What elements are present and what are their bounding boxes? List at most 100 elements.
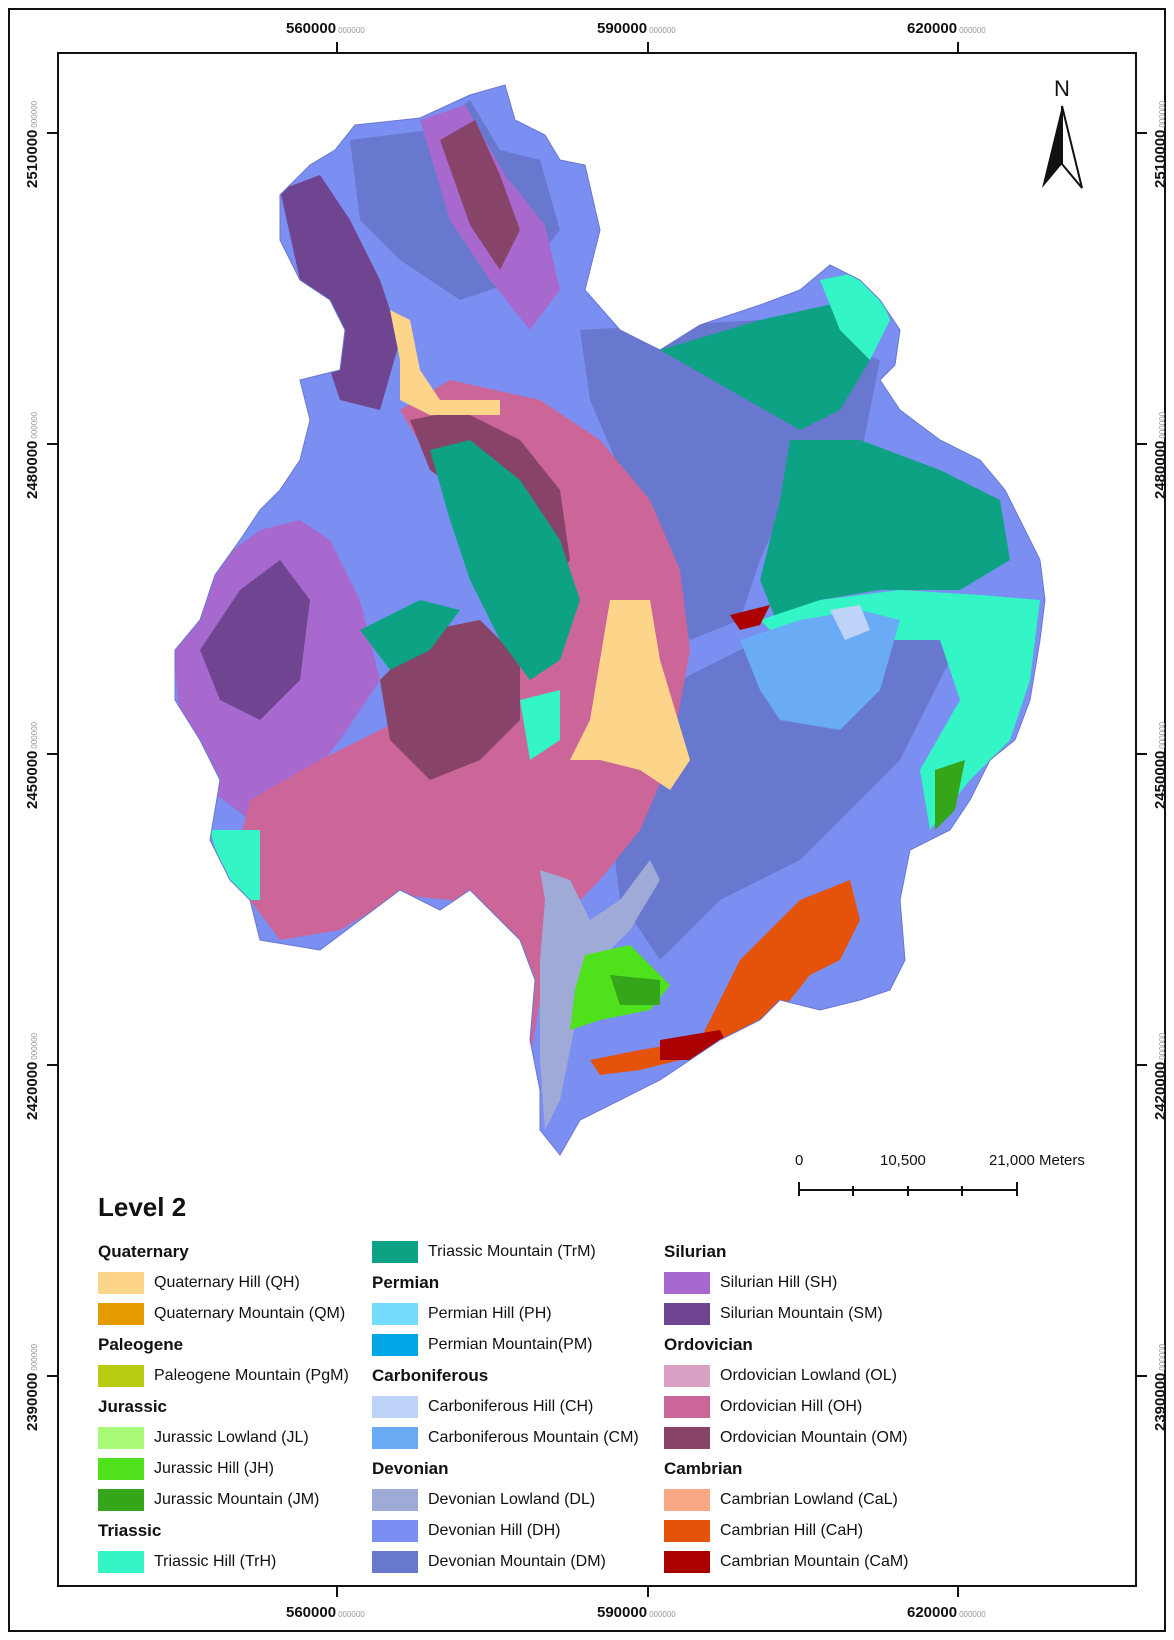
right-tick-2450000: 2450000000000 xyxy=(1152,721,1169,809)
legend-item: Silurian Hill (SH) xyxy=(664,1267,909,1298)
north-arrow: N xyxy=(1038,76,1086,195)
north-arrow-icon xyxy=(1042,105,1083,189)
scale-bar-graphic xyxy=(798,1182,1018,1196)
legend-label: Triassic Mountain (TrM) xyxy=(428,1242,596,1260)
legend-item: Permian Hill (PH) xyxy=(372,1298,639,1329)
legend-label: Jurassic Lowland (JL) xyxy=(154,1428,309,1446)
legend-item: Quaternary Hill (QH) xyxy=(98,1267,349,1298)
legend-swatch xyxy=(372,1426,418,1449)
legend-swatch xyxy=(372,1550,418,1573)
legend-label: Paleogene Mountain (PgM) xyxy=(154,1366,349,1384)
legend-label: Devonian Hill (DH) xyxy=(428,1521,561,1539)
legend-swatch xyxy=(664,1426,710,1449)
legend-label: Cambrian Hill (CaH) xyxy=(720,1521,864,1539)
legend-swatch xyxy=(98,1488,144,1511)
legend-swatch xyxy=(98,1457,144,1480)
legend-item: Jurassic Hill (JH) xyxy=(98,1453,349,1484)
legend-swatch xyxy=(664,1519,710,1542)
legend-label: Ordovician Lowland (OL) xyxy=(720,1366,897,1384)
legend-item: Devonian Lowland (DL) xyxy=(372,1484,639,1515)
legend-label: Ordovician Mountain (OM) xyxy=(720,1428,908,1446)
legend-item: Ordovician Hill (OH) xyxy=(664,1391,909,1422)
legend-item: Permian Mountain(PM) xyxy=(372,1329,639,1360)
north-label: N xyxy=(1054,76,1070,101)
legend-item: Ordovician Lowland (OL) xyxy=(664,1360,909,1391)
left-tick-2510000: 2510000000000 xyxy=(24,100,41,188)
legend-item: Carboniferous Hill (CH) xyxy=(372,1391,639,1422)
legend-label: Jurassic Mountain (JM) xyxy=(154,1490,320,1508)
legend-label: Silurian Mountain (SM) xyxy=(720,1304,883,1322)
legend-item: Cambrian Lowland (CaL) xyxy=(664,1484,909,1515)
legend-group-triassic: Triassic xyxy=(98,1521,162,1540)
right-tick-2510000: 2510000000000 xyxy=(1152,100,1169,188)
legend-group-paleogene: Paleogene xyxy=(98,1335,184,1354)
legend-item: Carboniferous Mountain (CM) xyxy=(372,1422,639,1453)
legend-group-permian: Permian xyxy=(372,1273,440,1292)
legend-swatch xyxy=(372,1488,418,1511)
legend-group-jurassic: Jurassic xyxy=(98,1397,167,1416)
map-outer-frame xyxy=(8,8,1166,1632)
legend-swatch xyxy=(664,1271,710,1294)
legend-swatch xyxy=(372,1519,418,1542)
map-data-frame xyxy=(57,52,1137,1587)
legend-label: Silurian Hill (SH) xyxy=(720,1273,838,1291)
legend-swatch xyxy=(664,1488,710,1511)
legend-swatch xyxy=(664,1550,710,1573)
right-tick-2390000: 2390000000000 xyxy=(1152,1343,1169,1431)
legend-item: Devonian Mountain (DM) xyxy=(372,1546,639,1577)
legend-swatch xyxy=(664,1302,710,1325)
legend-label: Devonian Mountain (DM) xyxy=(428,1552,606,1570)
legend-swatch xyxy=(664,1395,710,1418)
legend-label: Cambrian Mountain (CaM) xyxy=(720,1552,909,1570)
legend-swatch xyxy=(98,1426,144,1449)
legend-group-silurian: Silurian xyxy=(664,1242,727,1261)
scale-label-10500: 10,500 xyxy=(880,1152,926,1169)
legend-group-cambrian: Cambrian xyxy=(664,1459,743,1478)
legend-item: Ordovician Mountain (OM) xyxy=(664,1422,909,1453)
legend-swatch xyxy=(98,1302,144,1325)
legend-label: Permian Mountain(PM) xyxy=(428,1335,593,1353)
legend-label: Carboniferous Hill (CH) xyxy=(428,1397,594,1415)
left-tick-2390000: 2390000000000 xyxy=(24,1343,41,1431)
legend-label: Triassic Hill (TrH) xyxy=(154,1552,277,1570)
legend-swatch xyxy=(664,1364,710,1387)
legend-group-carboniferous: Carboniferous xyxy=(372,1366,489,1385)
scale-bar: 0 10,500 21,000 Meters xyxy=(795,1152,1085,1202)
legend-item: Triassic Hill (TrH) xyxy=(98,1546,349,1577)
legend-label: Permian Hill (PH) xyxy=(428,1304,552,1322)
left-tick-2480000: 2480000000000 xyxy=(24,411,41,499)
legend-item: Cambrian Mountain (CaM) xyxy=(664,1546,909,1577)
legend-item: Quaternary Mountain (QM) xyxy=(98,1298,349,1329)
legend-swatch xyxy=(98,1364,144,1387)
legend-item: Devonian Hill (DH) xyxy=(372,1515,639,1546)
legend-group-ordovician: Ordovician xyxy=(664,1335,753,1354)
legend-swatch xyxy=(372,1395,418,1418)
legend-label: Cambrian Lowland (CaL) xyxy=(720,1490,898,1508)
legend-swatch xyxy=(372,1240,418,1263)
legend-label: Jurassic Hill (JH) xyxy=(154,1459,274,1477)
legend-label: Quaternary Mountain (QM) xyxy=(154,1304,346,1322)
legend-swatch xyxy=(372,1302,418,1325)
legend-label: Devonian Lowland (DL) xyxy=(428,1490,596,1508)
left-tick-2450000: 2450000000000 xyxy=(24,721,41,809)
legend-swatch xyxy=(372,1333,418,1356)
legend-label: Carboniferous Mountain (CM) xyxy=(428,1428,639,1446)
legend-swatch xyxy=(98,1271,144,1294)
right-tick-2480000: 2480000000000 xyxy=(1152,411,1169,499)
legend-item: Jurassic Lowland (JL) xyxy=(98,1422,349,1453)
legend-label: Ordovician Hill (OH) xyxy=(720,1397,863,1415)
legend-group-quaternary: Quaternary xyxy=(98,1242,189,1261)
legend-item: Silurian Mountain (SM) xyxy=(664,1298,909,1329)
right-tick-2420000: 2420000000000 xyxy=(1152,1032,1169,1120)
legend-item: Cambrian Hill (CaH) xyxy=(664,1515,909,1546)
